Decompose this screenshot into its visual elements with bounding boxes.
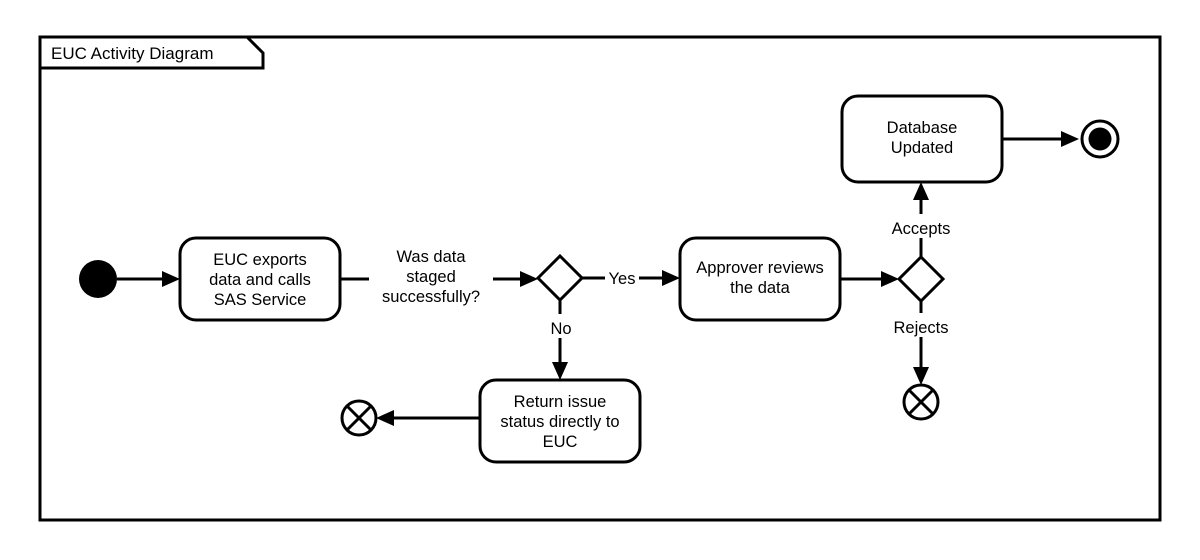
guard-label-rejects: Rejects	[893, 319, 948, 337]
edge-decision-accepts-to-database: Accepts	[884, 182, 958, 257]
action-return-issue-status[interactable]: Return issue status directly to EUC	[478, 378, 642, 464]
action-database-line1: Database	[887, 119, 958, 137]
action-return-issue-line2: status directly to	[500, 413, 619, 431]
edge-approver-to-decision	[840, 271, 899, 287]
decision-approval[interactable]	[896, 254, 946, 304]
action-euc-exports[interactable]: EUC exports data and calls SAS Service	[178, 236, 342, 322]
edge-export-to-decision: Was data staged successfully?	[340, 243, 538, 315]
action-approver-line2: the data	[730, 279, 790, 297]
edge-decision-no-to-return-issue: No	[545, 300, 577, 380]
activity-final-node[interactable]	[1080, 119, 1120, 159]
action-euc-exports-line1: EUC exports	[213, 251, 307, 269]
edge-database-to-final	[1002, 131, 1079, 147]
action-euc-exports-line2: data and calls	[209, 271, 311, 289]
frame-name-tab	[38, 35, 265, 70]
initial-node[interactable]	[79, 260, 117, 298]
action-return-issue-line1: Return issue	[514, 393, 607, 411]
guard-label-accepts: Accepts	[892, 220, 951, 238]
flow-final-node-left[interactable]	[340, 399, 378, 437]
diagram-title: EUC Activity Diagram	[51, 44, 213, 63]
guard-staged-question-line1: Was data	[396, 248, 466, 266]
action-database-updated[interactable]: Database Updated	[840, 94, 1004, 184]
action-return-issue-line3: EUC	[543, 433, 578, 451]
diagram-frame	[38, 35, 1162, 522]
flow-final-node-rejects[interactable]	[902, 383, 940, 421]
guard-staged-question-line2: staged	[406, 268, 456, 286]
edge-initial-to-export	[117, 271, 180, 287]
edge-decision-yes-to-approver: Yes	[582, 264, 680, 288]
edge-decision-rejects-to-flow-final: Rejects	[886, 301, 956, 385]
action-approver-line1: Approver reviews	[696, 259, 823, 277]
guard-label-no: No	[550, 320, 571, 338]
edge-return-issue-to-flow-final	[376, 410, 480, 426]
guard-label-yes: Yes	[609, 270, 636, 288]
guard-staged-question-line3: successfully?	[382, 288, 480, 306]
action-approver-reviews[interactable]: Approver reviews the data	[678, 236, 842, 322]
action-database-line2: Updated	[891, 139, 953, 157]
decision-staged-successfully[interactable]	[535, 253, 585, 303]
action-euc-exports-line3: SAS Service	[214, 291, 307, 309]
